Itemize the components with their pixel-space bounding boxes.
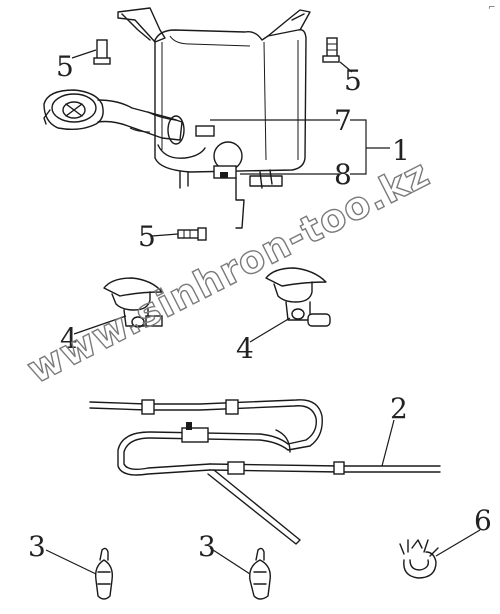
hose-clip-left [94,547,114,600]
callout-5-right: 5 [344,64,362,97]
hose-clip-center [249,547,271,600]
leader-lines [45,49,481,575]
callout-6: 6 [474,504,492,537]
callout-5-left: 5 [56,50,74,83]
callout-1: 1 [392,134,410,167]
washer-reservoir [43,7,311,229]
corner-mark: ⌐ [488,3,496,13]
callout-4-right: 4 [236,332,254,365]
washer-nozzle-right [265,267,331,327]
washer-hose-assembly [89,399,441,545]
callout-labels: 5 5 7 8 1 5 4 4 2 3 3 6 [28,50,492,563]
callout-4-left: 4 [60,322,78,355]
bolt-lower [177,227,207,241]
washer-nozzle-left [103,277,163,328]
bolt-right-top [322,37,340,63]
callout-5-lower: 5 [138,220,156,253]
callout-7: 7 [334,104,352,137]
callout-8: 8 [334,158,352,191]
hose-clamp [399,539,439,579]
callout-3-left: 3 [28,530,46,563]
callout-3-center: 3 [198,530,216,563]
watermark-text: www.sinhron-too.kz [20,151,436,392]
callout-2: 2 [390,392,408,425]
bolt-left-top [93,39,111,65]
